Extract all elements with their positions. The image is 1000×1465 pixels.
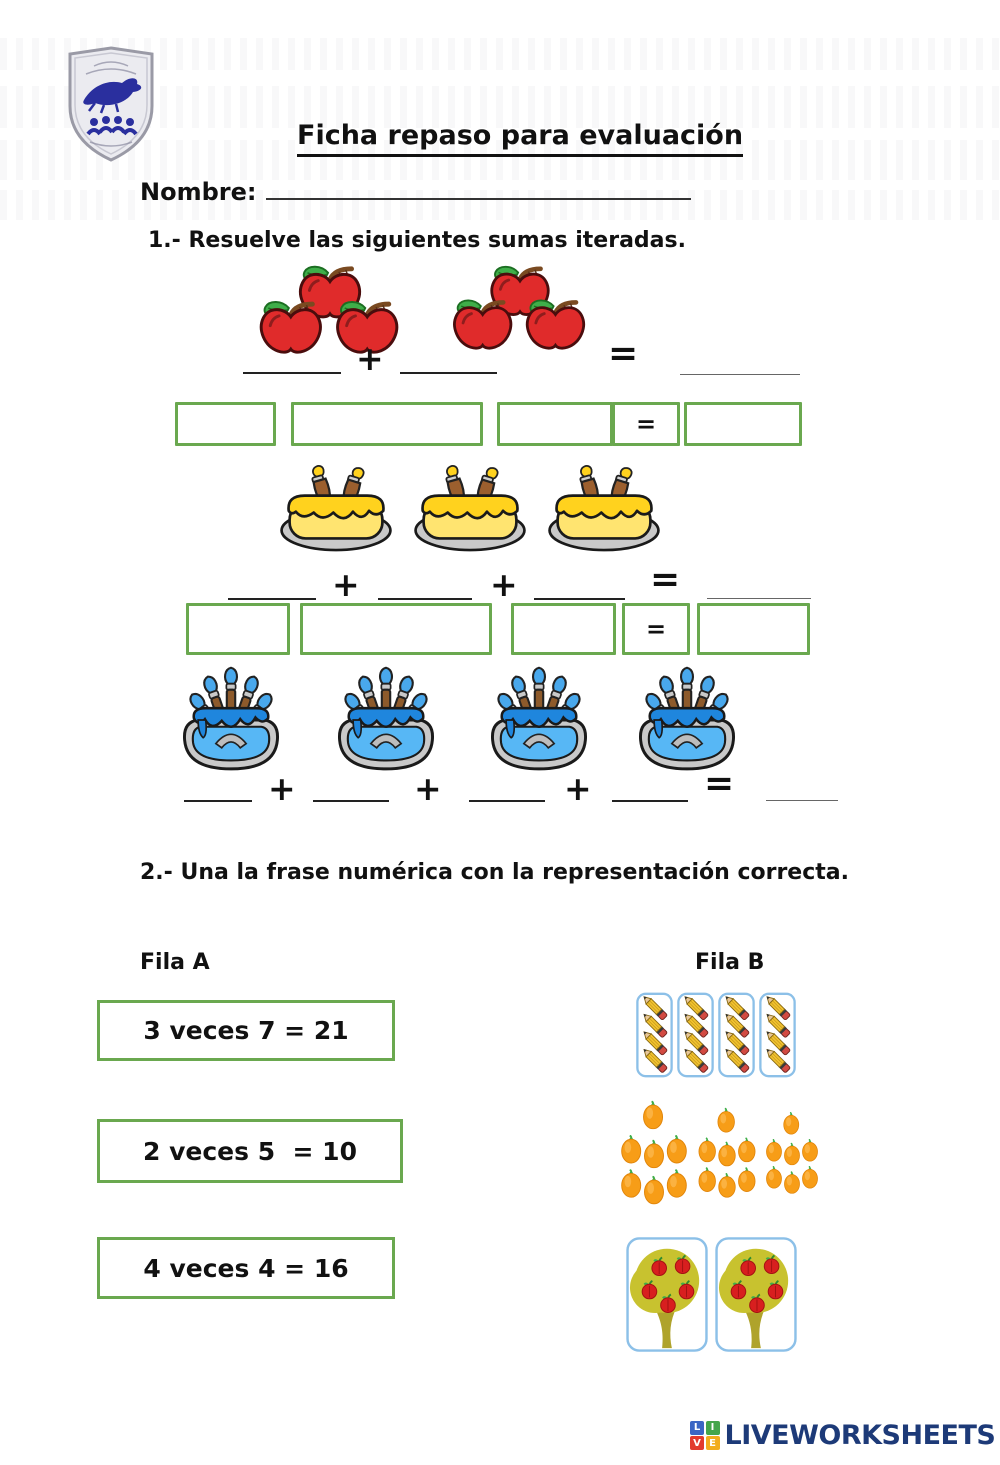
logo-letter: I <box>705 1420 720 1435</box>
name-input-line[interactable] <box>266 176 692 200</box>
cake-image <box>414 463 526 552</box>
apple-trees-representation[interactable] <box>626 1237 797 1352</box>
pencil-cards-representation[interactable] <box>636 991 796 1079</box>
equals-box: = <box>612 402 680 446</box>
orange-cluster-image <box>762 1098 822 1210</box>
column-b-label: Fila B <box>695 950 765 975</box>
equals-sign: = <box>704 763 735 804</box>
answer-blank[interactable] <box>184 800 252 802</box>
answer-input-box[interactable] <box>300 603 492 655</box>
logo-letter: V <box>690 1436 704 1451</box>
phrase-box-3x7[interactable]: 3 veces 7 = 21 <box>97 1000 395 1061</box>
apple-tree-card-image <box>626 1237 708 1352</box>
liveworksheets-footer[interactable]: L I V E LIVEWORKSHEETS <box>690 1420 996 1451</box>
answer-input-box[interactable] <box>175 402 276 446</box>
answer-input-box[interactable] <box>684 402 802 446</box>
equals-sign: = <box>635 410 657 438</box>
pencil-card-image <box>636 991 673 1079</box>
paint-pot-image <box>327 658 445 782</box>
answer-blank[interactable] <box>680 374 800 375</box>
equals-sign: = <box>650 559 681 600</box>
logo-letter: E <box>705 1436 720 1451</box>
equals-sign: = <box>608 333 639 374</box>
logo-letter: L <box>690 1420 704 1435</box>
answer-input-box[interactable] <box>291 402 483 446</box>
answer-blank[interactable] <box>378 598 472 600</box>
answer-blank[interactable] <box>313 800 389 802</box>
page-title: Ficha repaso para evaluación <box>297 120 744 157</box>
phrase-box-4x4[interactable]: 4 veces 4 = 16 <box>97 1237 395 1299</box>
answer-input-box[interactable] <box>511 603 616 655</box>
plus-sign: + <box>356 339 384 378</box>
name-label: Nombre: <box>140 178 257 206</box>
cake-image <box>280 463 392 552</box>
apple-tree-card-image <box>715 1237 797 1352</box>
liveworksheets-logo-icon: L I V E <box>690 1420 720 1451</box>
orange-cluster-image <box>616 1098 692 1210</box>
apple-group-image <box>450 262 590 354</box>
name-row: Nombre: <box>140 176 692 206</box>
pencil-card-image <box>759 991 796 1079</box>
answer-blank[interactable] <box>243 372 341 374</box>
brand-name: LIVEWORKSHEETS <box>724 1420 996 1451</box>
paint-pot-image <box>480 658 598 782</box>
answer-input-box[interactable] <box>697 603 810 655</box>
exercise1-heading: 1.- Resuelve las siguientes sumas iterad… <box>148 228 686 253</box>
school-crest-logo <box>68 46 154 162</box>
answer-input-box[interactable] <box>497 402 613 446</box>
answer-input-box[interactable] <box>186 603 290 655</box>
answer-blank[interactable] <box>534 598 625 600</box>
phrase-box-2x5[interactable]: 2 veces 5 = 10 <box>97 1119 403 1183</box>
equals-sign: = <box>645 615 667 643</box>
plus-sign: + <box>414 769 442 808</box>
plus-sign: + <box>564 769 592 808</box>
exercise2-heading: 2.- Una la frase numérica con la represe… <box>140 860 849 885</box>
answer-blank[interactable] <box>469 800 545 802</box>
answer-blank[interactable] <box>228 598 316 600</box>
orange-clusters-representation[interactable] <box>616 1098 822 1210</box>
answer-blank[interactable] <box>400 372 497 374</box>
orange-cluster-image <box>694 1098 760 1210</box>
cake-image <box>548 463 660 552</box>
equals-box: = <box>622 603 690 655</box>
column-a-label: Fila A <box>140 950 210 975</box>
answer-blank[interactable] <box>612 800 688 802</box>
paint-pot-image <box>172 658 290 782</box>
pencil-card-image <box>718 991 755 1079</box>
answer-blank[interactable] <box>766 800 838 801</box>
plus-sign: + <box>332 565 360 604</box>
answer-blank[interactable] <box>707 598 811 599</box>
plus-sign: + <box>268 769 296 808</box>
plus-sign: + <box>490 565 518 604</box>
pencil-card-image <box>677 991 714 1079</box>
